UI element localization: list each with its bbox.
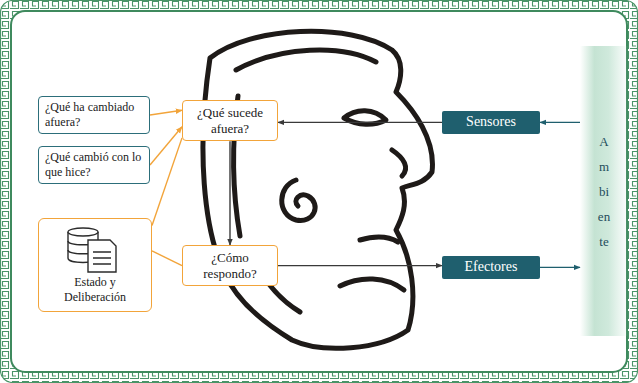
- effector-box: Efectores: [442, 256, 540, 279]
- process-box: ¿Qué sucede afuera?: [182, 100, 278, 141]
- node-text: Estado y Deliberación: [55, 275, 135, 305]
- connector-arrow: [152, 251, 182, 266]
- connector-arrow: [540, 122, 580, 123]
- node-text: Ambiente: [598, 129, 611, 254]
- connector-arrow: [229, 141, 230, 245]
- node-text: ¿Cómo respondo?: [189, 250, 271, 281]
- node-text: ¿Qué ha cambiado afuera?: [45, 100, 143, 130]
- connector-arrow: [150, 110, 182, 115]
- state-box: Estado y Deliberación: [38, 218, 152, 312]
- node-text: Sensores: [448, 114, 534, 131]
- question-box: ¿Qué cambió con lo que hice?: [38, 146, 150, 184]
- connector-arrow: [278, 265, 442, 266]
- question-box: ¿Qué ha cambiado afuera?: [38, 96, 150, 134]
- node-text: ¿Qué cambió con lo que hice?: [45, 150, 143, 180]
- connector-arrow: [540, 267, 580, 268]
- node-text: Efectores: [448, 259, 534, 276]
- process-box: ¿Cómo respondo?: [182, 245, 278, 286]
- node-text: ¿Qué sucede afuera?: [189, 105, 271, 136]
- environment-band: Ambiente: [580, 46, 628, 336]
- sensor-box: Sensores: [442, 111, 540, 134]
- connector-arrow: [150, 127, 182, 165]
- connector-arrow: [152, 138, 182, 226]
- connector-arrow: [278, 122, 442, 123]
